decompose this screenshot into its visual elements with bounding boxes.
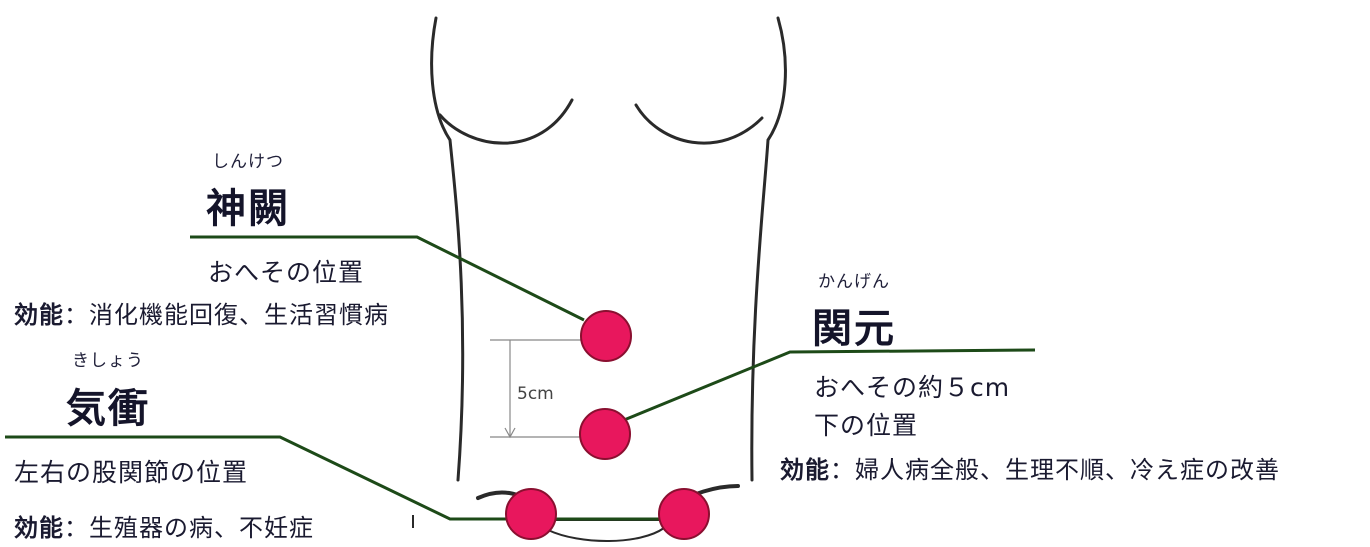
kanngen-effect-text: ：婦人病全般、生理不順、冷え症の改善 <box>830 456 1280 484</box>
kanngen-location-line1: おへその約５cm <box>814 373 1011 402</box>
kisho-left-point <box>505 488 557 540</box>
kanngen-name: 関元 <box>812 306 896 352</box>
dimension-arrow-head <box>504 427 516 439</box>
kanngen-point <box>579 408 631 460</box>
right-torso-outline <box>750 16 787 482</box>
kisho-location: 左右の股関節の位置 <box>14 458 249 487</box>
left-torso-outline <box>430 16 465 482</box>
kanngen-effect-label: 効能 <box>780 456 830 484</box>
distance-label: 5cm <box>517 384 554 404</box>
left-breast-outline <box>438 98 574 145</box>
kisho-effect: 効能：生殖器の病、不妊症 <box>14 508 314 543</box>
kanngen-effect: 効能：婦人病全般、生理不順、冷え症の改善 <box>780 450 1280 485</box>
shinketsu-name: 神闕 <box>206 186 290 232</box>
kanngen-leader-line <box>623 348 1036 422</box>
acupoint-markers <box>505 310 710 540</box>
shinketsu-point <box>580 310 632 362</box>
kisho-name: 気衝 <box>66 386 150 432</box>
shinketsu-leader-line <box>190 235 585 322</box>
kisho-effect-text: ：生殖器の病、不妊症 <box>64 514 314 542</box>
right-breast-outline <box>634 103 764 145</box>
kanngen-ruby: かんげん <box>818 272 890 292</box>
kisho-effect-label: 効能 <box>14 514 64 542</box>
kisho-ruby: きしょう <box>72 351 144 371</box>
shinketsu-effect-label: 効能 <box>14 301 64 329</box>
kisho-right-point <box>658 488 710 540</box>
shinketsu-effect-text: ：消化機能回復、生活習慣病 <box>64 301 389 329</box>
shinketsu-ruby: しんけつ <box>212 152 284 172</box>
shinketsu-location: おへその位置 <box>208 258 365 287</box>
shinketsu-effect: 効能：消化機能回復、生活習慣病 <box>14 295 389 330</box>
kanngen-location-line2: 下の位置 <box>814 411 919 440</box>
kisho-leader-line <box>5 435 668 521</box>
groin-lower <box>547 527 665 542</box>
